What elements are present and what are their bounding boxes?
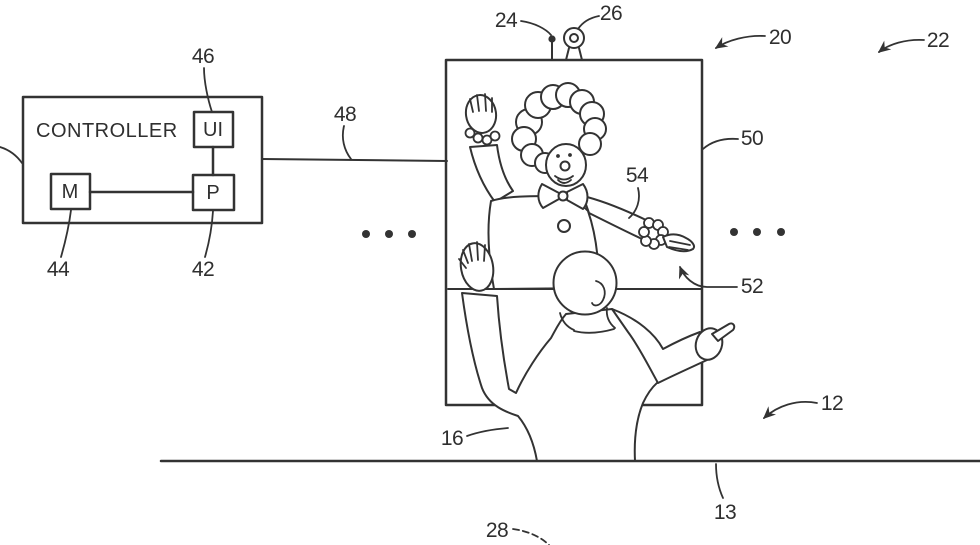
finger-line [484, 245, 485, 261]
clown-eye-left [556, 154, 560, 158]
ref-label-12: 12 [821, 392, 843, 415]
clown-coat-button [558, 220, 570, 232]
leader-line-46 [204, 68, 212, 112]
leader-line-42 [205, 211, 213, 257]
ref-label-48: 48 [334, 103, 356, 126]
ref-label-28: 28 [486, 519, 508, 542]
arrow-leader-12 [764, 402, 817, 418]
camera-icon [564, 28, 584, 60]
arrow-leader-20 [716, 36, 765, 48]
ref-label-52: 52 [741, 275, 763, 298]
leader-line-26 [578, 16, 599, 29]
clown-raised-arm [470, 145, 513, 202]
controller-title: CONTROLLER [36, 120, 178, 142]
right-ellipsis-dots [730, 228, 785, 236]
arrow-leader-22 [879, 40, 924, 52]
ref-label-13: 13 [714, 501, 736, 524]
leader-line-24 [521, 21, 551, 35]
ruffle-bead [491, 132, 500, 141]
ref-label-44: 44 [47, 258, 70, 281]
memory-box-label: M [62, 181, 79, 203]
leader-line-44 [61, 210, 71, 257]
ruffle-bead [474, 134, 483, 143]
ellipsis-dot [730, 228, 738, 236]
ellipsis-dot [362, 230, 370, 238]
processor-box-label: P [206, 182, 219, 204]
ref-label-20: 20 [769, 26, 791, 49]
ref-label-46: 46 [192, 45, 214, 68]
left-ellipsis-dots [362, 230, 416, 238]
camera-leg-right [579, 48, 582, 60]
leader-line-28 [513, 529, 549, 545]
finger-line [485, 94, 486, 111]
arrow-leader-52 [680, 267, 737, 287]
bow-tie-knot [559, 192, 568, 201]
leader-line-13 [716, 464, 723, 498]
ellipsis-dot [753, 228, 761, 236]
clown-pointing-hand [663, 234, 694, 251]
ruffle-bead [639, 227, 649, 237]
camera-leg-left [566, 48, 569, 60]
finger-line [477, 242, 478, 260]
ref-label-26: 26 [600, 2, 622, 25]
controller-diagram: CONTROLLER UI M P [0, 97, 262, 223]
camera-body [564, 28, 584, 48]
clown-cuff-ruffle [639, 218, 668, 249]
clown-eye-right [568, 153, 572, 157]
guest-head [554, 252, 617, 315]
ref-label-22: 22 [927, 29, 949, 52]
ellipsis-dot [777, 228, 785, 236]
sensor-dot-icon [548, 35, 555, 60]
ref-label-42: 42 [192, 258, 214, 281]
guest-index-finger [712, 323, 734, 341]
leader-line-left-edge [0, 147, 22, 163]
ellipsis-dot [385, 230, 393, 238]
ref-label-50: 50 [741, 127, 763, 150]
ui-box-label: UI [203, 119, 223, 141]
controller-screen-connection [262, 159, 447, 161]
leader-line-50 [703, 139, 738, 149]
ellipsis-dot [408, 230, 416, 238]
ref-label-16: 16 [441, 427, 463, 450]
ref-label-24: 24 [495, 9, 518, 32]
ref-label-54: 54 [626, 164, 649, 187]
leader-line-48 [343, 126, 351, 159]
leader-line-16 [467, 428, 508, 436]
